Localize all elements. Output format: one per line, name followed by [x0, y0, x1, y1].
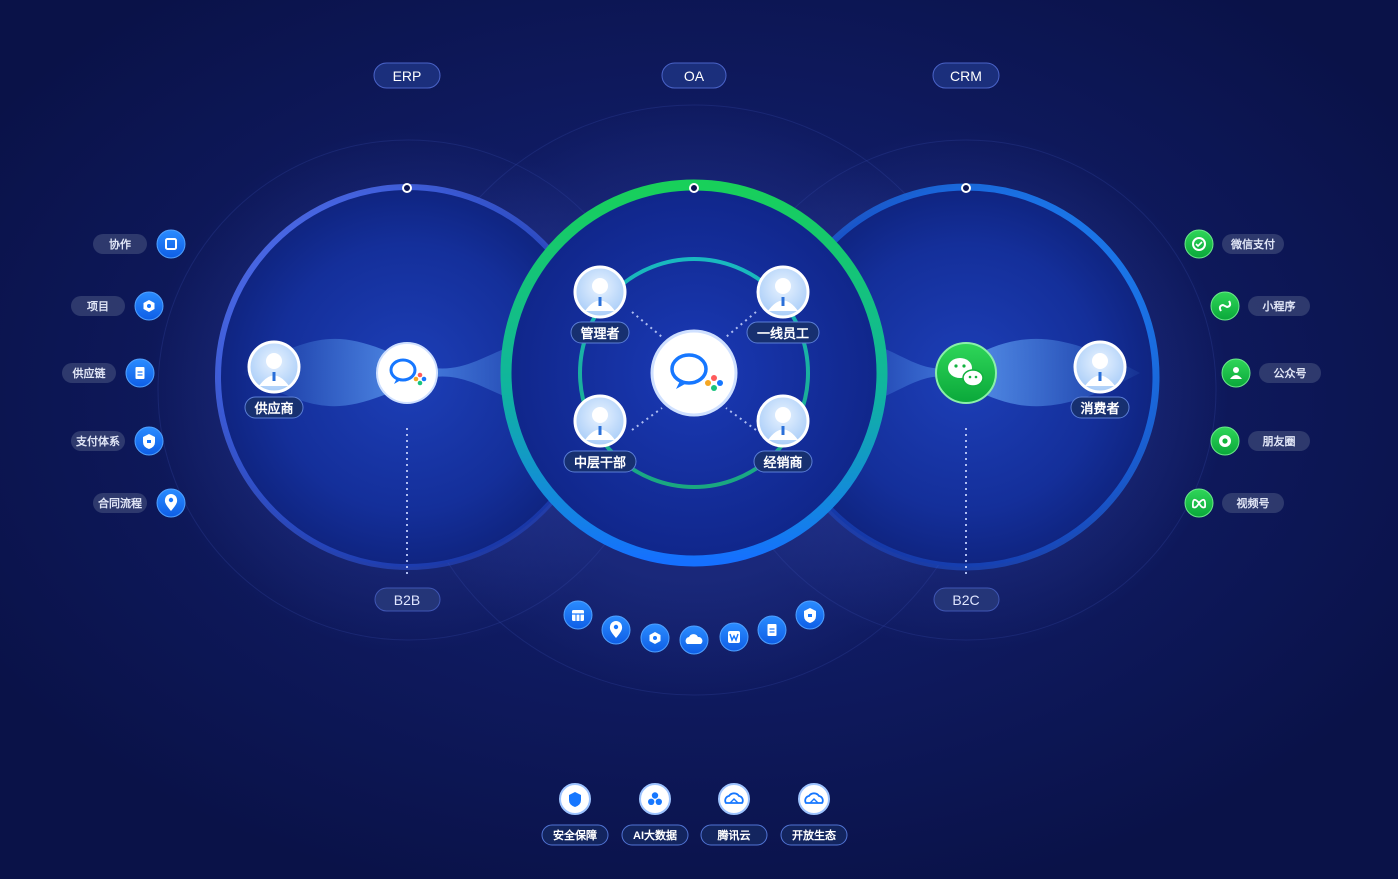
oa-inner-ring: [578, 257, 810, 489]
foundation-label: 安全保障: [553, 828, 597, 842]
oa-pill: OA: [661, 62, 727, 89]
person-avatar-icon: [756, 265, 810, 319]
project-icon: [640, 623, 670, 653]
left-list-item: 支付体系: [71, 426, 164, 456]
b2c-label: B2C: [952, 592, 979, 608]
right-list-item: 公众号: [1221, 358, 1321, 388]
person-avatar-icon: [247, 340, 301, 394]
right-list-label: 视频号: [1237, 496, 1270, 510]
person-avatar-icon: [1073, 340, 1127, 394]
frontline-staff-node: 一线员工: [746, 265, 820, 344]
right-list-label: 朋友圈: [1262, 434, 1296, 448]
left-list-item: 协作: [93, 229, 186, 259]
right-list-label: 小程序: [1262, 299, 1296, 313]
wecom-center-logo: [650, 329, 738, 417]
open-ecosystem-icon: [798, 783, 830, 815]
b2b-pill: B2B: [374, 587, 441, 612]
left-list-item: 合同流程: [93, 488, 186, 518]
left-list-item: 项目: [71, 291, 164, 321]
foundation-item: 安全保障: [541, 700, 609, 846]
location-icon: [601, 615, 631, 645]
left-list-item: 供应链: [62, 358, 155, 388]
left-list-label: 项目: [87, 300, 109, 313]
oa-label: OA: [684, 68, 705, 84]
dealer-node: 经销商: [753, 394, 813, 473]
wecom-b2b-logo: [376, 342, 438, 404]
person-avatar-icon: [573, 265, 627, 319]
left-list-label: 合同流程: [98, 496, 142, 510]
right-list-item: 小程序: [1210, 291, 1310, 321]
doc-w-icon: [719, 622, 749, 652]
consumer-label: 消费者: [1080, 401, 1119, 416]
left-list-label: 协作: [109, 237, 131, 251]
foundation-item: AI大数据: [621, 712, 689, 846]
official-account-icon: [1221, 358, 1251, 388]
crm-label: CRM: [950, 68, 982, 84]
supplier-node: 供应商: [244, 340, 304, 419]
project-icon: [134, 291, 164, 321]
calendar-icon: [563, 600, 593, 630]
right-list-item: 朋友圈: [1210, 426, 1310, 456]
foundation-item: 开放生态: [780, 700, 848, 846]
erp-pill: ERP: [373, 62, 441, 89]
hub-spokes: [631, 311, 757, 431]
ai-data-icon: [639, 783, 671, 815]
moments-icon: [1210, 426, 1240, 456]
left-list-label: 供应链: [72, 366, 107, 380]
right-list-label: 公众号: [1274, 366, 1307, 380]
mini-program-icon: [1210, 291, 1240, 321]
middle-manager-node: 中层干部: [563, 394, 637, 473]
supplier-label: 供应商: [253, 401, 293, 416]
collab-icon: [156, 229, 186, 259]
b2c-pill: B2C: [933, 587, 1000, 612]
security-shield-icon: [559, 783, 591, 815]
consumer-node: 消费者: [1070, 340, 1130, 419]
payment-system-icon: [134, 426, 164, 456]
foundation-label: 腾讯云: [718, 828, 751, 842]
frontline-staff-label: 一线员工: [757, 326, 809, 341]
wechat-pay-icon: [1184, 229, 1214, 259]
left-list-label: 支付体系: [75, 434, 120, 448]
right-list-item: 微信支付: [1184, 229, 1284, 259]
crm-pill: CRM: [932, 62, 1000, 89]
person-avatar-icon: [756, 394, 810, 448]
erp-label: ERP: [393, 68, 422, 84]
wechat-b2c-logo: [935, 342, 997, 404]
supply-chain-icon: [125, 358, 155, 388]
file-icon: [757, 615, 787, 645]
foundation-label: AI大数据: [633, 828, 677, 842]
dealer-label: 经销商: [763, 455, 802, 470]
right-list-label: 微信支付: [1230, 237, 1275, 251]
cloud-icon: [679, 625, 709, 655]
tencent-cloud-icon: [718, 783, 750, 815]
person-avatar-icon: [573, 394, 627, 448]
foundation-item: 腾讯云: [700, 712, 768, 846]
manager-label: 管理者: [580, 326, 619, 341]
b2b-label: B2B: [394, 592, 420, 608]
channels-icon: [1184, 488, 1214, 518]
shield-icon: [795, 600, 825, 630]
oa-anchor-dot: [689, 183, 699, 193]
contract-flow-icon: [156, 488, 186, 518]
foundation-label: 开放生态: [792, 828, 836, 842]
crm-anchor-dot: [961, 183, 971, 193]
manager-node: 管理者: [570, 265, 630, 344]
middle-manager-label: 中层干部: [574, 455, 626, 470]
erp-anchor-dot: [402, 183, 412, 193]
right-list-item: 视频号: [1184, 488, 1284, 518]
